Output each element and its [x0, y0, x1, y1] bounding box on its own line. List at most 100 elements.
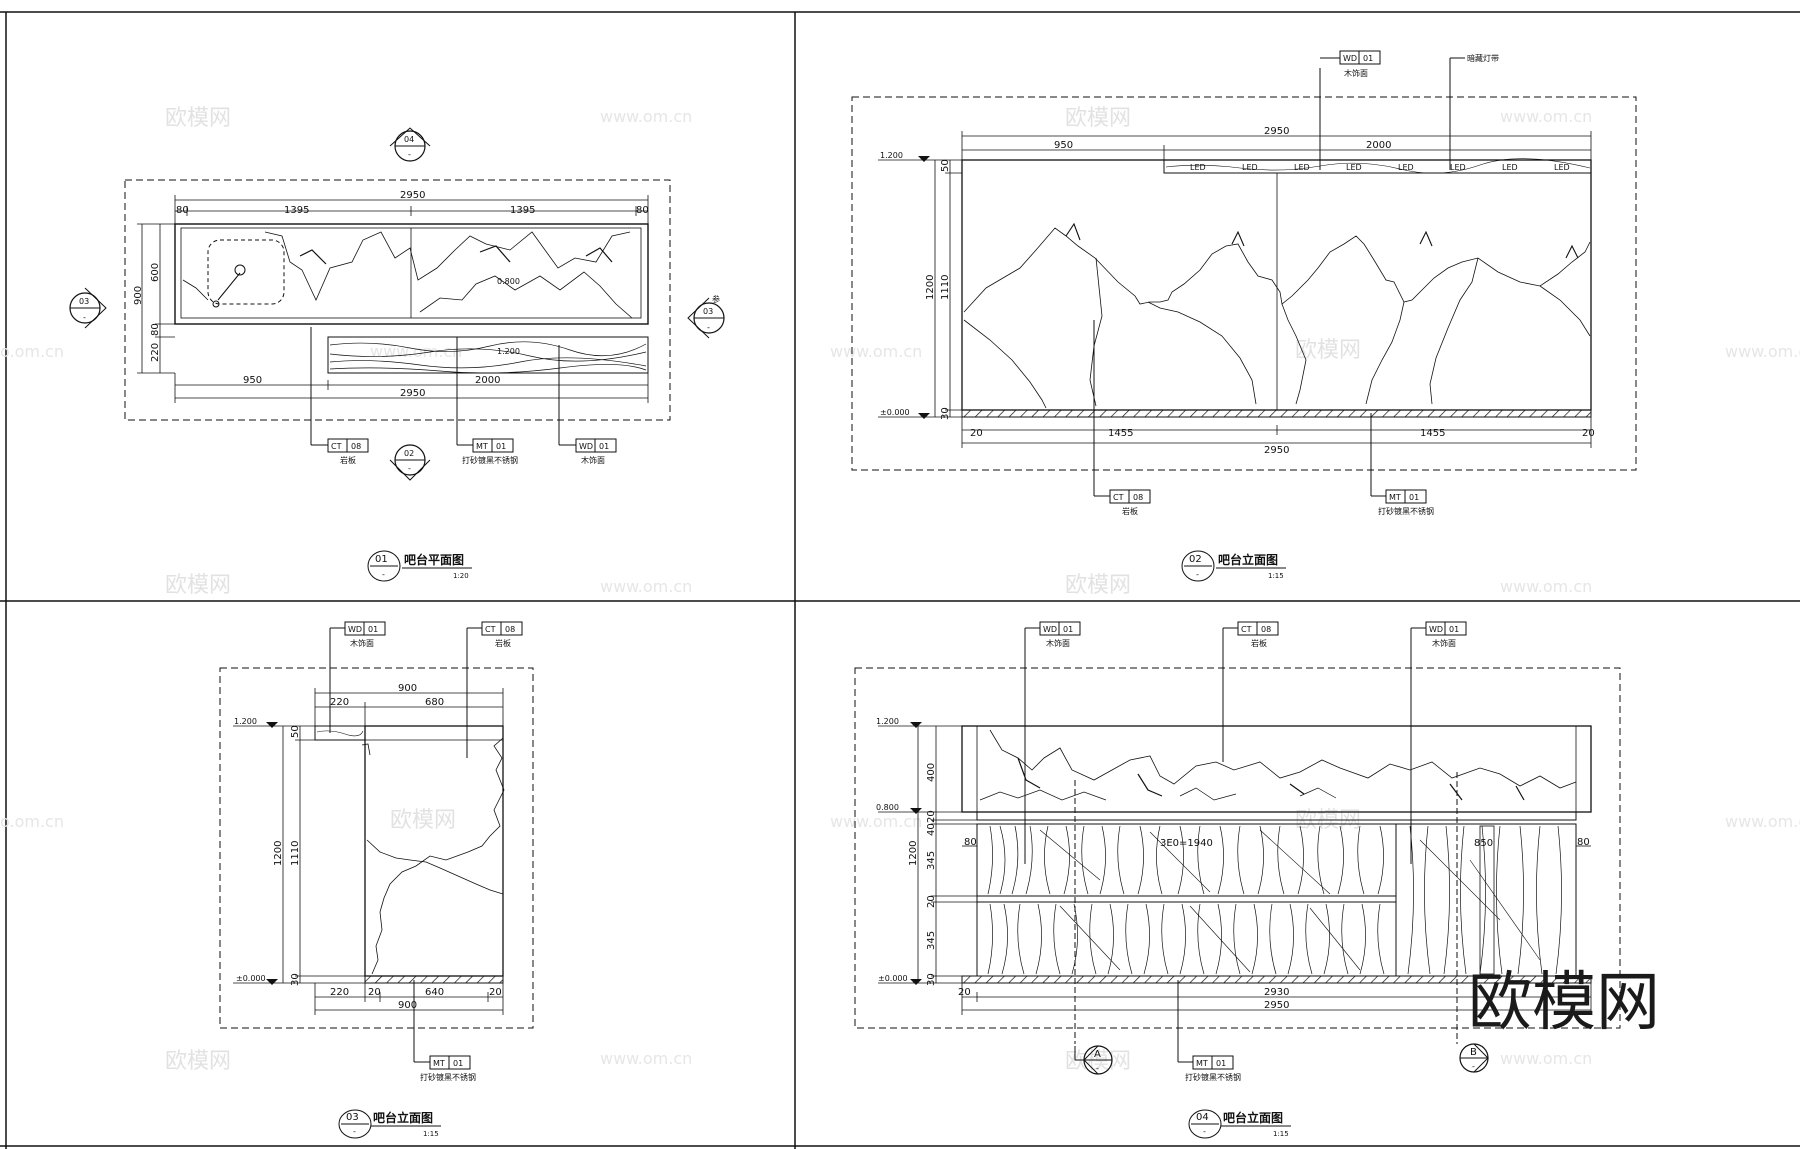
level-label: 1.200 [234, 717, 257, 726]
dim-text: 1395 [510, 205, 535, 216]
wood-edge [314, 725, 366, 741]
led-strip: LED LED LED LED LED LED LED LED [1190, 163, 1570, 172]
dim-text: 80 [150, 323, 161, 336]
watermark-url: www.om.cn [830, 812, 922, 831]
dim-text: 850 [1474, 838, 1493, 849]
svg-text:08: 08 [1261, 625, 1271, 634]
svg-text:01: 01 [1363, 54, 1373, 63]
watermark-brand: 欧模网 [1065, 1049, 1131, 1074]
svg-text:08: 08 [351, 442, 361, 451]
dim-text: 345 [926, 851, 937, 870]
section-marker-02[interactable]: 02 - [389, 444, 431, 481]
material-tag-mt01: MT 01 打砂镀黑不锈钢 [456, 337, 518, 465]
level-label: 1.200 [876, 717, 899, 726]
svg-text:1:20: 1:20 [453, 572, 469, 580]
svg-text:1:15: 1:15 [1268, 572, 1284, 580]
svg-text:-: - [382, 570, 385, 579]
material-tag-mt01: MT 01 打砂镀黑不锈钢 [413, 980, 476, 1082]
svg-text:02: 02 [1189, 554, 1202, 565]
watermark-url: o.om.cn [0, 812, 64, 831]
dim-text: 950 [243, 375, 262, 386]
level-label: ±0.000 [880, 408, 910, 417]
svg-text:-: - [1196, 570, 1199, 579]
svg-text:08: 08 [1133, 493, 1143, 502]
svg-text:01: 01 [1449, 625, 1459, 634]
material-tag-wd01: WD 01 木饰面 [558, 345, 617, 465]
dim-text: 1110 [940, 275, 951, 300]
svg-text:01: 01 [375, 554, 388, 565]
watermark-url: www.om.cn [1500, 107, 1592, 126]
watermark-brand: 欧模网 [165, 573, 231, 598]
dim-text: 640 [425, 987, 444, 998]
svg-text:08: 08 [505, 625, 515, 634]
watermark-brand: 欧模网 [165, 1049, 231, 1074]
watermark-brand: 欧模网 [390, 808, 456, 833]
svg-text:-: - [408, 150, 411, 159]
svg-text:LED: LED [1242, 163, 1258, 172]
dim-text: 3E0=1940 [1160, 838, 1213, 849]
dim-text: 20 [970, 428, 983, 439]
dim-text: 30 [290, 973, 301, 986]
svg-text:03: 03 [79, 297, 89, 306]
svg-text:吧台立面图: 吧台立面图 [373, 1110, 433, 1125]
watermark-brand: 欧模网 [1065, 573, 1131, 598]
svg-text:打砂镀黑不锈钢: 打砂镀黑不锈钢 [462, 455, 518, 465]
dim-text: 950 [1054, 140, 1073, 151]
view-boundary [124, 179, 671, 421]
svg-text:LED: LED [1502, 163, 1518, 172]
elevation-panel [961, 159, 1592, 411]
watermark-url: www.om.cn [600, 1049, 692, 1068]
view-title-04: 04 - 吧台立面图 1:15 [1188, 1109, 1291, 1139]
material-tag-mt01: MT 01 打砂镀黑不锈钢 [1177, 980, 1241, 1082]
level-label: 0.800 [497, 277, 520, 286]
svg-text:木饰面: 木饰面 [581, 455, 605, 465]
view-title-01: 01 - 吧台平面图 1:20 [367, 550, 472, 582]
svg-text:CT: CT [1241, 625, 1252, 634]
svg-text:-: - [83, 313, 86, 322]
counter-top [174, 223, 649, 325]
view-title-02: 02 - 吧台立面图 1:15 [1181, 550, 1286, 582]
svg-text:A: A [1094, 1049, 1101, 1060]
watermark-url: www.om.cn [1500, 1049, 1592, 1068]
svg-text:MT: MT [1196, 1059, 1208, 1068]
material-tag-wd01: WD 01 木饰面 [1024, 621, 1081, 864]
svg-text:02: 02 [404, 449, 414, 458]
dim-text: 900 [398, 683, 417, 694]
svg-text:岩板: 岩板 [340, 455, 356, 465]
watermark-url: www.om.cn [600, 107, 692, 126]
dim-text: 2000 [475, 375, 500, 386]
dim-text: 40 [926, 823, 937, 836]
dim-text: 1455 [1420, 428, 1445, 439]
svg-text:木饰面: 木饰面 [350, 638, 374, 648]
svg-text:-: - [707, 323, 710, 332]
svg-text:MT: MT [1389, 493, 1401, 502]
svg-text:打砂镀黑不锈钢: 打砂镀黑不锈钢 [420, 1072, 476, 1082]
svg-text:LED: LED [1294, 163, 1310, 172]
view-02-elevation: LED LED LED LED LED LED LED LED [851, 50, 1637, 582]
svg-text:岩板: 岩板 [495, 638, 511, 648]
dim-text: 1395 [284, 205, 309, 216]
svg-text:CT: CT [1113, 493, 1124, 502]
section-marker-04[interactable]: 04 - [389, 127, 431, 162]
svg-text:-: - [353, 1127, 356, 1136]
dim-text: 20 [489, 987, 502, 998]
level-label: 0.800 [876, 803, 899, 812]
svg-text:暗藏灯带: 暗藏灯带 [1467, 53, 1499, 63]
dim-text: 20 [1582, 428, 1595, 439]
svg-text:04: 04 [404, 135, 414, 144]
dim-text: 20 [368, 987, 381, 998]
svg-text:吧台立面图: 吧台立面图 [1223, 1110, 1283, 1125]
svg-text:LED: LED [1190, 163, 1206, 172]
section-marker-03-right[interactable]: 03 - 参 [687, 294, 725, 339]
watermarks: 欧模网 www.om.cn o.om.cn www.om.cn 欧模网 www.… [0, 106, 1800, 1074]
dim-text: 50 [940, 159, 951, 172]
svg-text:WD: WD [348, 625, 362, 634]
svg-text:吧台平面图: 吧台平面图 [404, 552, 464, 567]
section-marker-b[interactable]: B - [1459, 1043, 1489, 1073]
annotation-hidden-light: 暗藏灯带 [1449, 53, 1499, 170]
section-marker-a[interactable]: A - [1074, 1045, 1113, 1075]
dim-text: 20 [926, 810, 937, 823]
section-marker-03-left[interactable]: 03 - [69, 287, 107, 329]
material-tag-wd01: WD 01 木饰面 [1319, 50, 1381, 170]
dim-text: 2950 [1264, 1000, 1289, 1011]
